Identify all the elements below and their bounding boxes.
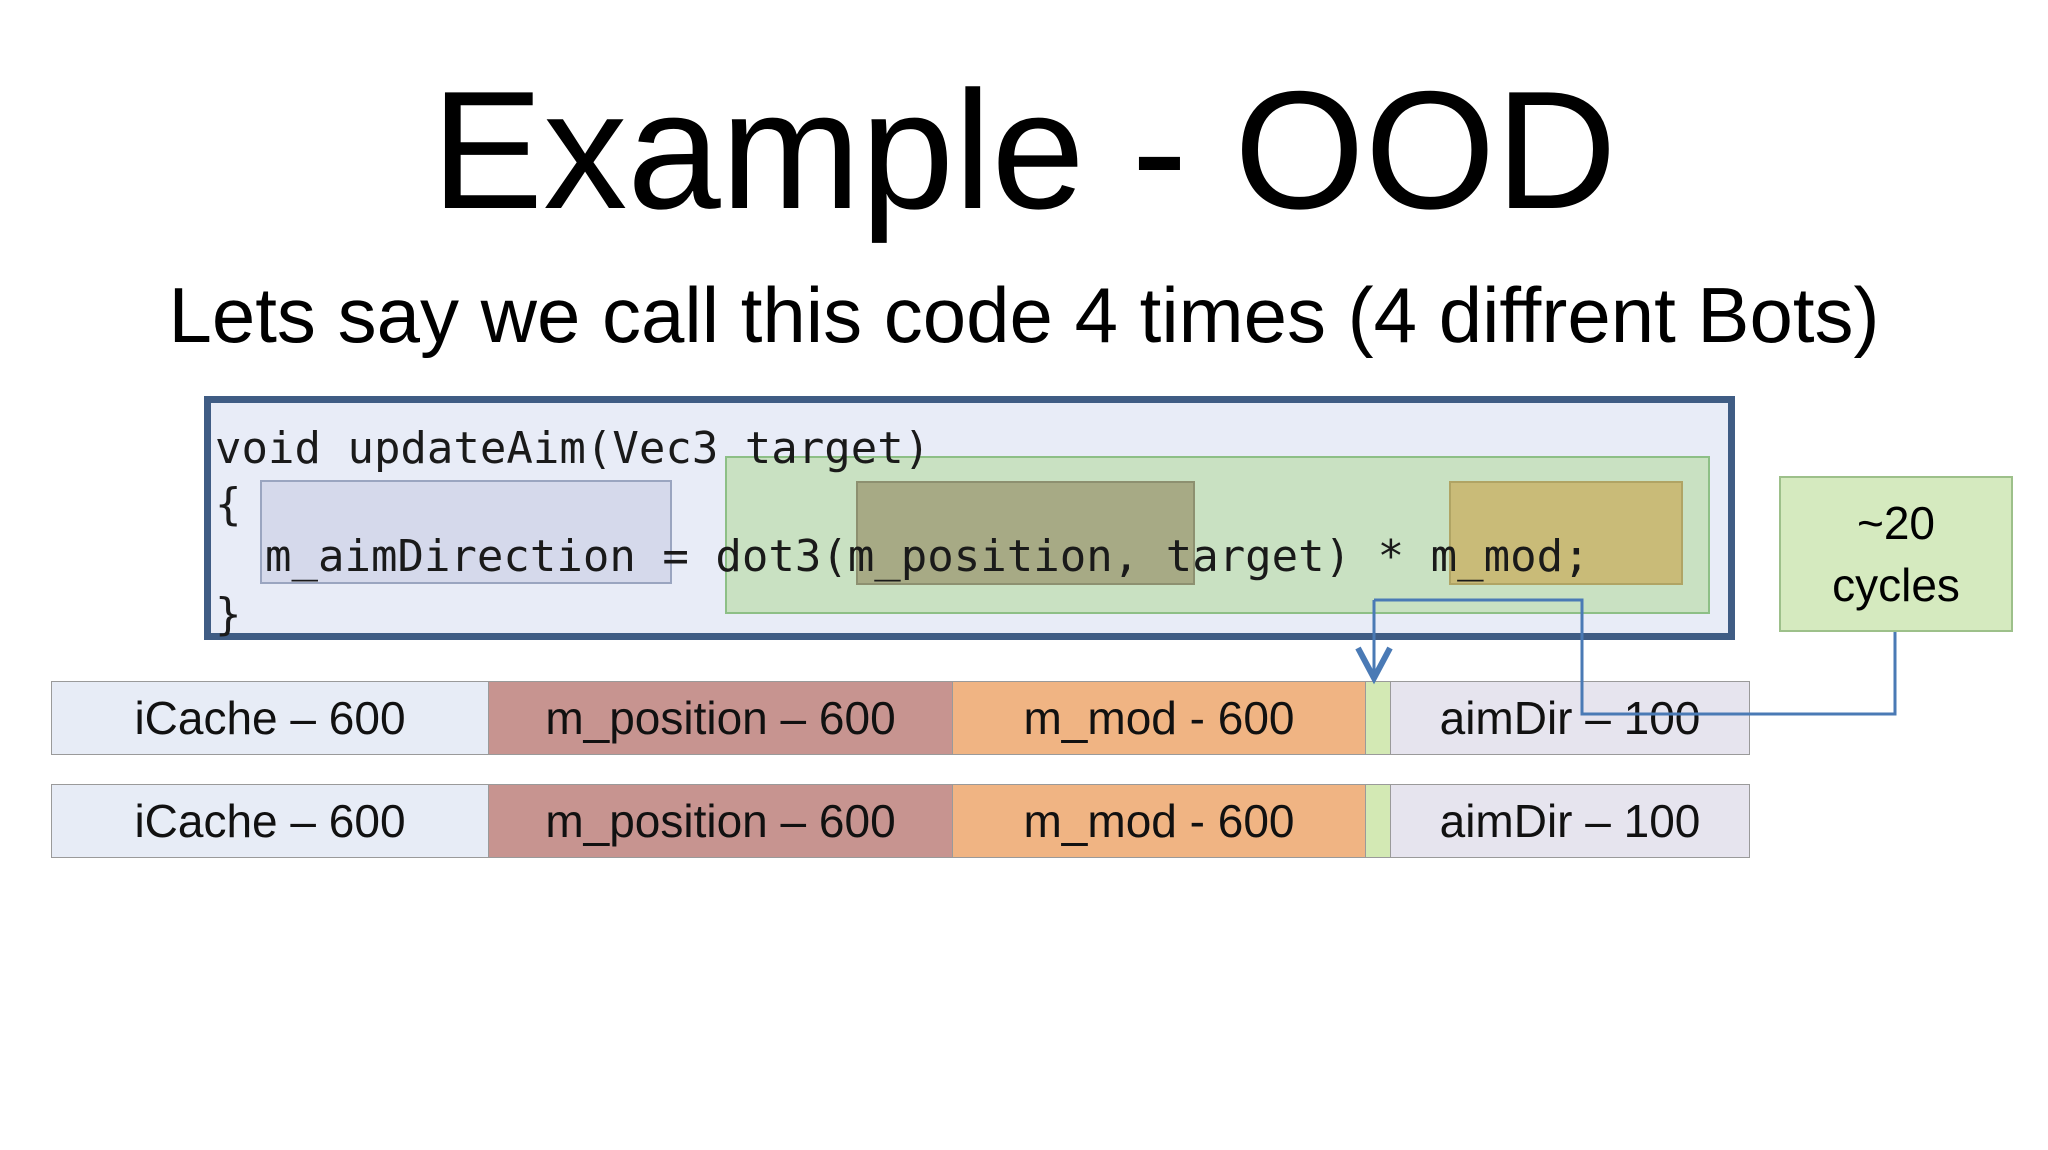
memory-row-1: iCache – 600 m_position – 600 m_mod - 60… xyxy=(51,681,1750,755)
slide-title: Example - OOD xyxy=(431,56,1617,244)
compute-cell xyxy=(1365,681,1391,755)
code-arg-position: m_position, xyxy=(847,531,1140,582)
aim-direction-highlight xyxy=(260,480,672,584)
down-arrow-icon xyxy=(1355,646,1393,685)
mod-highlight xyxy=(1449,481,1683,585)
slide-subtitle: Lets say we call this code 4 times (4 di… xyxy=(168,271,1880,359)
position-highlight xyxy=(856,481,1195,585)
compute-cell xyxy=(1365,784,1391,858)
code-fn: dot3( xyxy=(715,531,848,582)
position-cell: m_position – 600 xyxy=(488,681,953,755)
memory-row-2: iCache – 600 m_position – 600 m_mod - 60… xyxy=(51,784,1750,858)
cycles-unit: cycles xyxy=(1832,559,1960,611)
icache-cell: iCache – 600 xyxy=(51,681,489,755)
code-block: void updateAim(Vec3 target) { m_aimDirec… xyxy=(204,396,1735,640)
code-mod: m_mod; xyxy=(1430,531,1590,582)
position-cell: m_position – 600 xyxy=(488,784,953,858)
code-assign: = xyxy=(635,531,716,582)
icache-cell: iCache – 600 xyxy=(51,784,489,858)
mod-cell: m_mod - 600 xyxy=(952,784,1366,858)
mod-cell: m_mod - 600 xyxy=(952,681,1366,755)
code-multiply: * xyxy=(1351,531,1431,582)
code-arg-target: target) xyxy=(1139,531,1352,582)
cycles-count: ~20 xyxy=(1856,497,1936,549)
code-lhs: m_aimDirection xyxy=(265,531,636,582)
code-line-close-brace: } xyxy=(215,589,242,640)
code-line-open-brace: { xyxy=(215,479,242,530)
code-line-statement: m_aimDirection = dot3(m_position, target… xyxy=(265,531,1590,583)
cycles-callout: ~20 cycles xyxy=(1779,476,2013,632)
aimdir-cell: aimDir – 100 xyxy=(1390,784,1750,858)
code-line-signature: void updateAim(Vec3 target) xyxy=(215,423,931,474)
aimdir-cell: aimDir – 100 xyxy=(1390,681,1750,755)
